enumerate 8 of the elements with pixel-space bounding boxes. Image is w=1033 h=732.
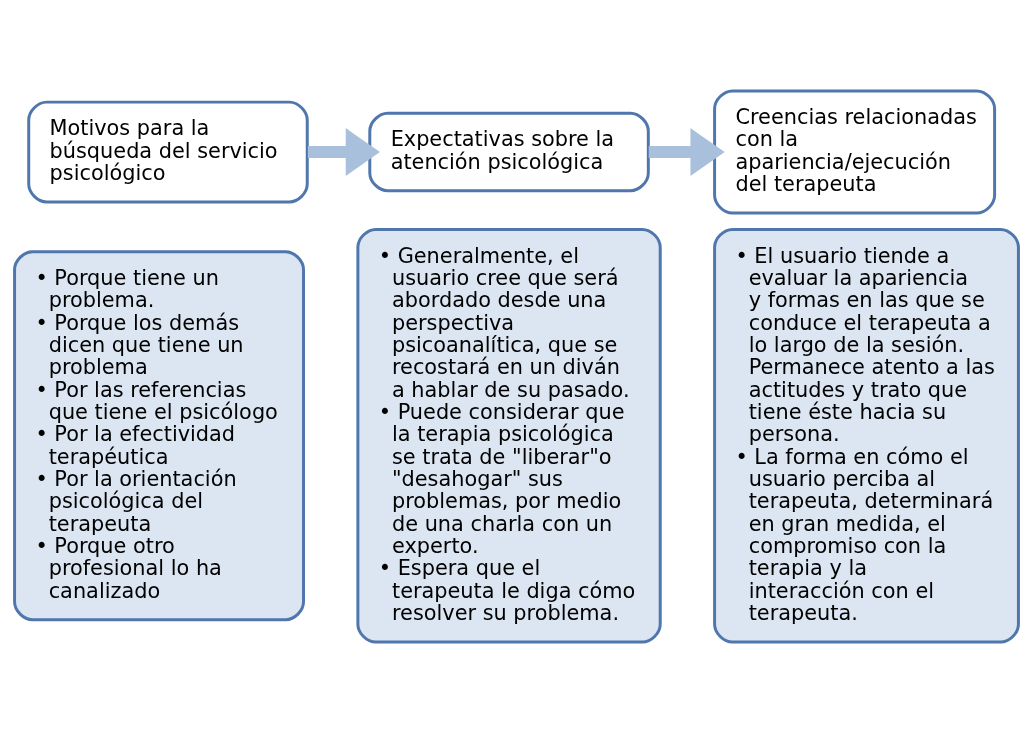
node-box: • Generalmente, el usuario cree que será abordado desde una perspectiva psicoanalítica, que se recostará en un diván a hablar de su pasado. • Puede considerar que la terapia psicológica se trata de "liberar"o "desahogar" sus problemas, por medio de una charla con un experto. • Espera que el terapeuta le diga cómo resolver su problema. bbox=[356, 227, 662, 644]
arrow bbox=[648, 127, 725, 176]
node-box: • Porque tiene un problema. • Porque los demás dicen que tiene un problema • Por las referencias que tiene el psicólogo • Por la efectividad terapéutica • Por la orientación psicológica del terapeuta • Porque otro profesional lo ha canalizado bbox=[13, 249, 305, 621]
node-box: Expectativas sobre la atención psicológica bbox=[368, 111, 650, 192]
node-box: • El usuario tiende a evaluar la apariencia y formas en las que se conduce el terapeuta a lo largo de la sesión. Permanece atento a las actitudes y trato que tiene éste hacia su persona. • La forma en cómo el usuario perciba al terapeuta, determinará en gran medida, el compromiso con la terapia y la interacción con el terapeuta. bbox=[713, 227, 1020, 644]
arrow bbox=[307, 127, 380, 176]
node-box: Creencias relacionadas con la apariencia/ejecución del terapeuta bbox=[713, 88, 997, 215]
node-box: Motivos para la búsqueda del servicio psicológico bbox=[27, 100, 309, 203]
